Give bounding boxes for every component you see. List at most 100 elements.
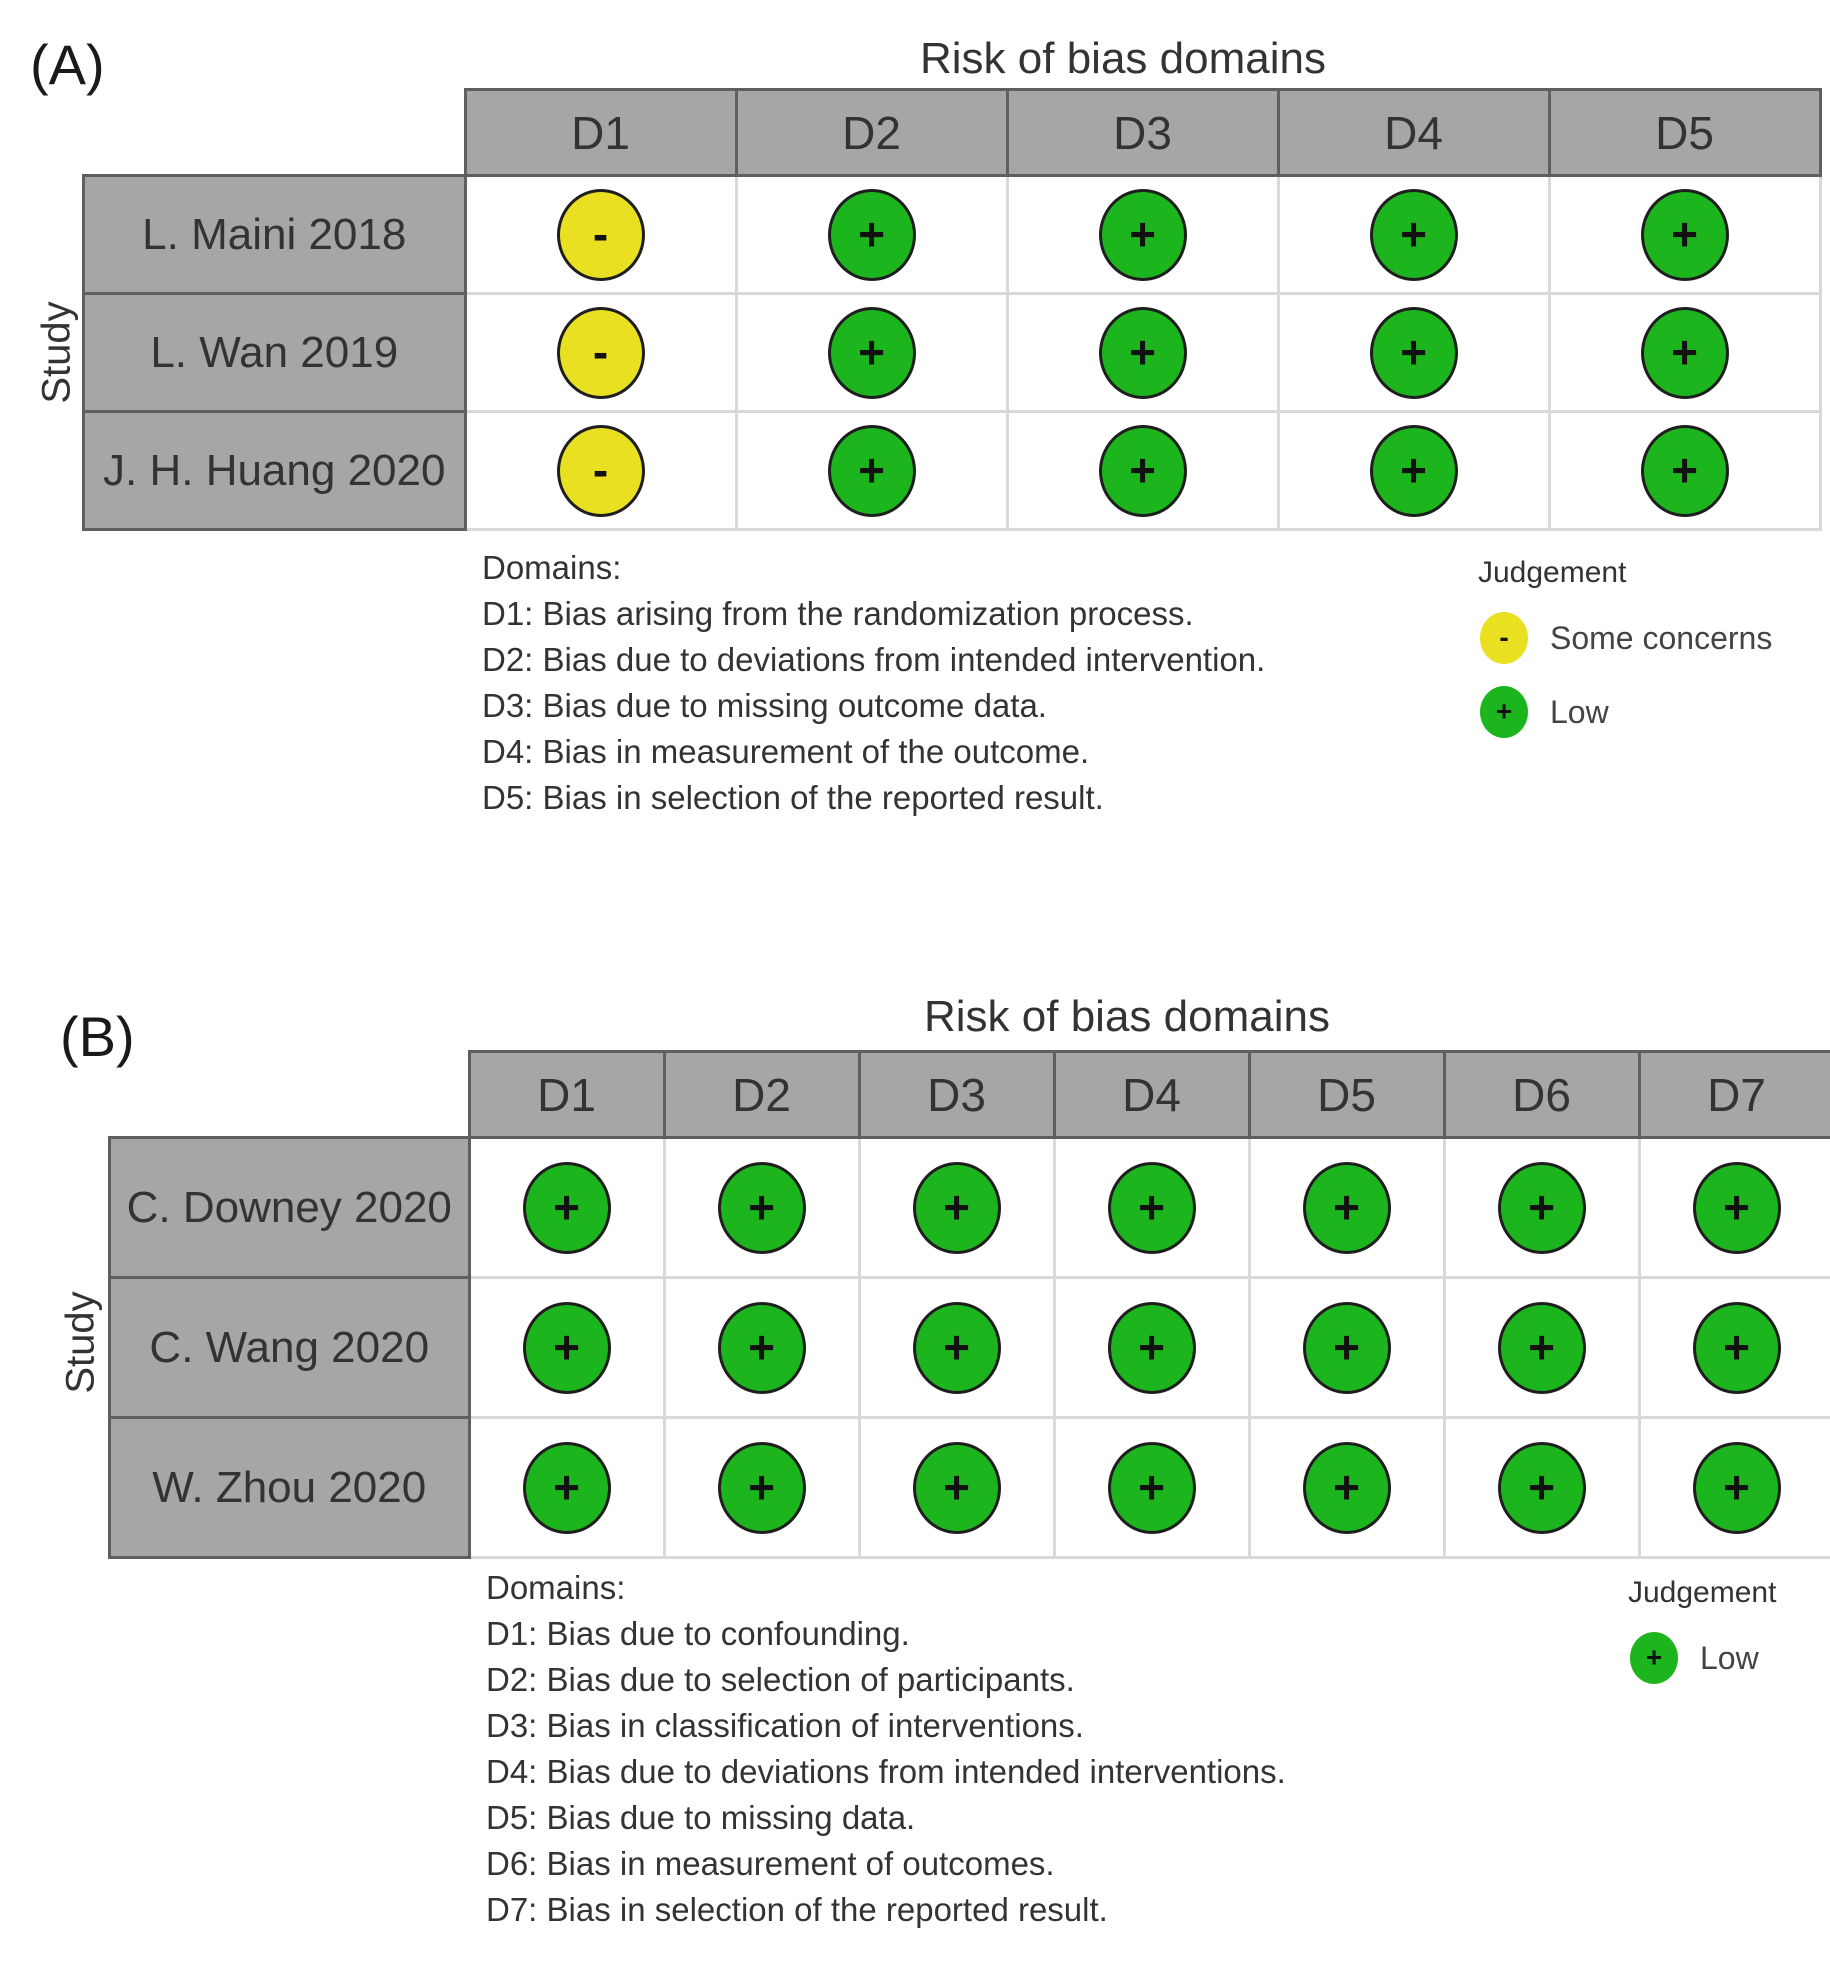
judgement-cell: + (734, 410, 1009, 531)
study-label: C. Wang 2020 (108, 1276, 471, 1419)
judgement-symbol: + (943, 1460, 970, 1513)
judgement-symbol: + (748, 1180, 775, 1233)
judgement-cell: + (1276, 174, 1551, 295)
judgement-symbol: + (1723, 1460, 1750, 1513)
table-row: J. H. Huang 2020-++++ (82, 410, 1822, 531)
low-risk-mark: + (717, 1161, 806, 1254)
judgement-symbol: + (943, 1180, 970, 1233)
judgement-cell: + (467, 1416, 666, 1559)
study-label: L. Maini 2018 (82, 174, 467, 295)
table-row: C. Wang 2020+++++++ (108, 1276, 1830, 1419)
judgement-symbol: + (1333, 1320, 1360, 1373)
judgement-cell: + (1442, 1416, 1641, 1559)
domain-column-header: D7 (1637, 1050, 1830, 1139)
domain-column-header: D4 (1276, 88, 1551, 177)
low-risk-mark: + (1107, 1301, 1196, 1394)
low-risk-mark: + (717, 1301, 806, 1394)
judgement-cell: + (662, 1416, 861, 1559)
y-axis-label: Study (34, 301, 79, 404)
judgement-cell: + (1547, 292, 1822, 413)
judgement-cell: + (734, 292, 1009, 413)
judgement-cell: + (1442, 1276, 1641, 1419)
low-legend-icon: + (1480, 686, 1528, 738)
judgement-cell: + (467, 1136, 666, 1279)
low-risk-mark: + (1640, 188, 1729, 281)
judgement-symbol: + (1138, 1320, 1165, 1373)
judgement-cell: - (463, 174, 738, 295)
domain-definition: D6: Bias in measurement of outcomes. (486, 1845, 1055, 1882)
low-risk-mark: + (1692, 1161, 1781, 1254)
legend-label: Low (1550, 693, 1609, 730)
domain-definition: D5: Bias in selection of the reported re… (482, 779, 1104, 816)
judgement-symbol: - (592, 207, 609, 260)
low-risk-mark: + (1369, 424, 1458, 517)
judgement-symbol: + (943, 1320, 970, 1373)
study-label: W. Zhou 2020 (108, 1416, 471, 1559)
judgement-cell: + (1052, 1276, 1251, 1419)
study-label: L. Wan 2019 (82, 292, 467, 413)
panel-label: (B) (60, 1005, 135, 1068)
domain-column-header: D4 (1052, 1050, 1251, 1139)
low-risk-mark: + (827, 424, 916, 517)
judgement-symbol: + (1138, 1180, 1165, 1233)
judgement-cell: + (1247, 1416, 1446, 1559)
judgement-cell: + (1637, 1276, 1830, 1419)
judgement-symbol: - (592, 325, 609, 378)
judgement-symbol: + (1528, 1320, 1555, 1373)
domain-definition: D1: Bias arising from the randomization … (482, 595, 1194, 632)
domain-definition: D5: Bias due to missing data. (486, 1799, 916, 1836)
chart-title: Risk of bias domains (924, 992, 1330, 1041)
domain-column-header: D5 (1247, 1050, 1446, 1139)
judgement-symbol: + (1671, 325, 1698, 378)
domain-definition: D1: Bias due to confounding. (486, 1615, 910, 1652)
domain-column-header: D1 (467, 1050, 666, 1139)
judgement-cell: + (662, 1136, 861, 1279)
judgement-cell: + (857, 1416, 1056, 1559)
some-concerns-legend-icon: - (1480, 612, 1528, 664)
domain-column-header: D2 (734, 88, 1009, 177)
low-risk-mark: + (1098, 306, 1187, 399)
judgement-symbol: + (1671, 443, 1698, 496)
low-risk-mark: + (912, 1301, 1001, 1394)
legend-symbol: + (1495, 695, 1513, 727)
table-row: L. Wan 2019 - + + + + (82, 292, 1822, 413)
judgement-symbol: + (1138, 1460, 1165, 1513)
judgement-symbol: + (858, 443, 885, 496)
low-risk-mark: + (827, 188, 916, 281)
judgement-cell: + (662, 1276, 861, 1419)
judgement-cell: + (1637, 1416, 1830, 1559)
judgement-symbol: - (592, 443, 609, 496)
judgement-symbol: + (1333, 1180, 1360, 1233)
judgement-symbol: + (748, 1460, 775, 1513)
domain-column-header: D1 (463, 88, 738, 177)
low-risk-mark: + (1098, 424, 1187, 517)
judgement-symbol: + (1528, 1460, 1555, 1513)
low-risk-mark: + (1497, 1441, 1586, 1534)
low-legend-icon: + (1630, 1632, 1678, 1684)
judgement-cell: + (1276, 292, 1551, 413)
domain-column-header: D6 (1442, 1050, 1641, 1139)
domain-column-header: D5 (1547, 88, 1822, 177)
judgement-symbol: + (1723, 1320, 1750, 1373)
low-risk-mark: + (1640, 306, 1729, 399)
judgement-cell: + (1005, 410, 1280, 531)
low-risk-mark: + (912, 1161, 1001, 1254)
low-risk-mark: + (1302, 1161, 1391, 1254)
domain-definition: D2: Bias due to selection of participant… (486, 1661, 1075, 1698)
judgement-symbol: + (553, 1180, 580, 1233)
judgement-cell: + (857, 1276, 1056, 1419)
domain-definition: D2: Bias due to deviations from intended… (482, 641, 1266, 678)
judgement-cell: + (734, 174, 1009, 295)
low-risk-mark: + (1692, 1441, 1781, 1534)
judgement-cell: + (1276, 410, 1551, 531)
legend-symbol: - (1499, 621, 1509, 653)
low-risk-mark: + (1302, 1301, 1391, 1394)
judgement-symbol: + (1129, 207, 1156, 260)
low-risk-mark: + (1497, 1301, 1586, 1394)
judgement-cell: - (463, 292, 738, 413)
judgement-symbol: + (1129, 325, 1156, 378)
domains-heading: Domains: (486, 1569, 626, 1606)
